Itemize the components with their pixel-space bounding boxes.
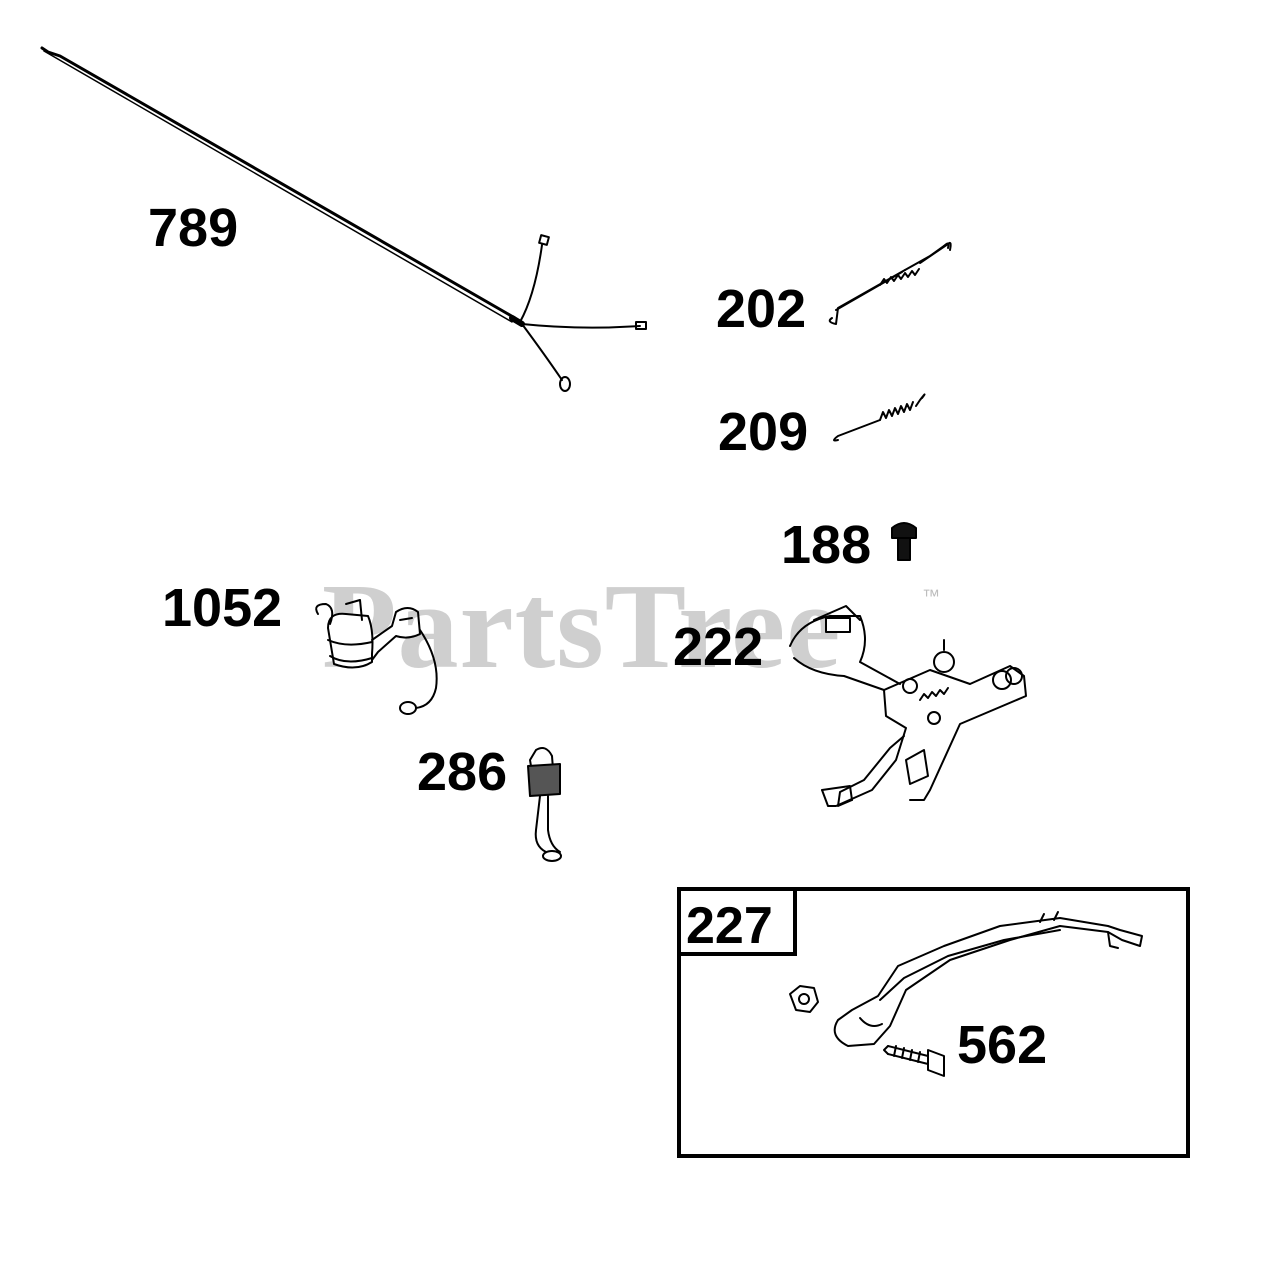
part-789-wire-harness[interactable] [40,46,647,392]
part-222-control-bracket[interactable] [789,605,1027,807]
callout-222[interactable]: 222 [673,617,764,677]
part-286-diode[interactable] [527,747,562,862]
trademark-symbol: ™ [922,586,940,606]
part-202-governor-spring[interactable] [828,241,952,325]
callout-562[interactable]: 562 [957,1015,1048,1075]
callout-286[interactable]: 286 [417,742,508,802]
part-1052-solenoid[interactable] [315,599,438,715]
callout-789[interactable]: 789 [148,198,239,258]
callout-188[interactable]: 188 [781,515,872,575]
callout-1052[interactable]: 1052 [162,578,283,638]
part-562-lever-assembly[interactable] [789,911,1143,1077]
callout-209[interactable]: 209 [718,402,809,462]
inset-label-box: 227 [677,887,797,956]
callout-227[interactable]: 227 [686,897,773,955]
part-209-spring[interactable] [833,393,926,442]
part-188-screw[interactable] [891,522,917,561]
watermark: PartsTree [322,559,842,694]
inset-frame [677,887,1190,1158]
callout-202[interactable]: 202 [716,279,807,339]
